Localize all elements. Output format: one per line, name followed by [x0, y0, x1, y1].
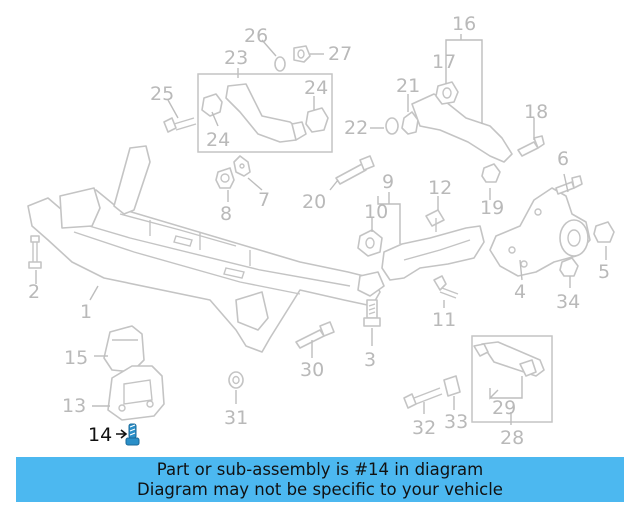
control-arm-23 [201, 83, 329, 143]
callout-16: 16 [452, 13, 476, 35]
callout-17: 17 [432, 51, 456, 73]
link-29 [473, 341, 545, 377]
bolt-12 [425, 209, 445, 232]
mount-15 [103, 325, 145, 373]
assembly-box-23 [197, 73, 333, 153]
callout-21: 21 [396, 75, 420, 97]
subframe [27, 145, 385, 353]
callout-31: 31 [224, 407, 248, 429]
callout-14: 14 [88, 424, 112, 446]
bolt-6 [555, 175, 583, 195]
bolt-30 [295, 321, 335, 349]
arrow-14 [116, 429, 128, 439]
callout-20: 20 [302, 191, 326, 213]
bolt-14-highlighted [125, 423, 140, 446]
callout-28: 28 [500, 427, 524, 449]
callout-10: 10 [364, 201, 388, 223]
callout-22: 22 [344, 117, 368, 139]
callout-24-right: 24 [304, 77, 328, 99]
bolt-32 [403, 387, 443, 409]
bushing-27 [293, 45, 311, 63]
callout-2: 2 [28, 281, 40, 303]
callout-15: 15 [64, 347, 88, 369]
callout-24-left: 24 [206, 129, 230, 151]
plate-33 [443, 375, 461, 397]
callout-13: 13 [62, 395, 86, 417]
callout-30: 30 [300, 359, 324, 381]
banner-line-2: Diagram may not be specific to your vehi… [137, 479, 503, 499]
control-arm-16 [411, 81, 513, 163]
callout-12: 12 [428, 177, 452, 199]
callout-9: 9 [382, 171, 394, 193]
bolt-2 [28, 235, 42, 269]
nut-8 [215, 167, 235, 189]
bracket-13 [107, 365, 165, 421]
callout-18: 18 [524, 101, 548, 123]
bolt-3 [363, 299, 381, 327]
nut-34 [559, 257, 579, 277]
callout-23: 23 [224, 47, 248, 69]
callout-33: 33 [444, 411, 468, 433]
callout-11: 11 [432, 309, 456, 331]
washer-22 [385, 117, 399, 135]
leader-lines [35, 34, 607, 425]
clip-7 [233, 155, 251, 177]
callout-4: 4 [514, 281, 526, 303]
bolt-25 [163, 117, 197, 133]
bushing-5 [593, 221, 615, 243]
nut-31 [228, 371, 244, 389]
callout-27: 27 [328, 43, 352, 65]
callout-7: 7 [258, 189, 270, 211]
bolt-18 [517, 135, 545, 157]
bolt-20 [335, 155, 375, 185]
callout-34: 34 [556, 291, 580, 313]
nut-19 [481, 163, 501, 183]
knuckle-4 [489, 187, 591, 277]
callout-29: 29 [492, 397, 516, 419]
callout-5: 5 [598, 261, 610, 283]
assembly-box-28 [471, 335, 553, 423]
washer-26 [274, 56, 286, 72]
callout-6: 6 [557, 148, 569, 170]
callout-8: 8 [220, 203, 232, 225]
callout-labels: 1 2 3 4 5 6 7 8 9 10 11 12 13 14 15 16 1… [28, 13, 610, 449]
info-banner: Part or sub-assembly is #14 in diagram D… [16, 457, 624, 502]
callout-25: 25 [150, 83, 174, 105]
callout-1: 1 [80, 301, 92, 323]
callout-26: 26 [244, 25, 268, 47]
callout-19: 19 [480, 197, 504, 219]
callout-32: 32 [412, 417, 436, 439]
banner-line-1: Part or sub-assembly is #14 in diagram [156, 459, 484, 479]
callout-3: 3 [364, 349, 376, 371]
bolt-11 [433, 275, 459, 299]
bushing-21 [401, 111, 419, 135]
